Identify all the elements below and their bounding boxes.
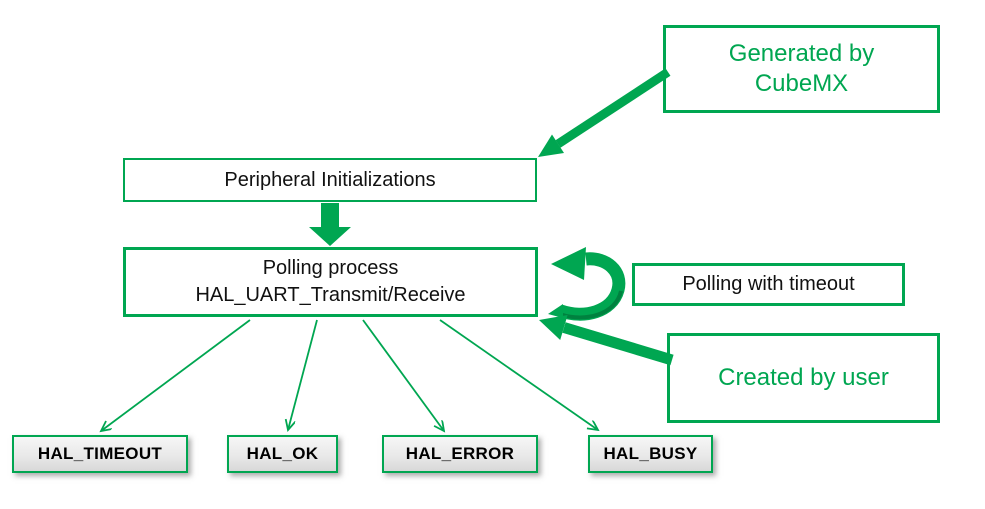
peripheral-initializations-label: Peripheral Initializations xyxy=(224,168,436,191)
arrow-polling-to-hal-error xyxy=(362,319,444,431)
polling-process-line1: Polling process xyxy=(262,257,399,279)
status-box-hal-ok: HAL_OK xyxy=(227,435,338,473)
status-box-hal-error: HAL_ERROR xyxy=(382,435,538,473)
arrow-polling-to-hal-ok xyxy=(288,319,318,430)
status-label-hal-error: HAL_ERROR xyxy=(405,444,515,463)
down-block-arrow-icon xyxy=(309,203,351,246)
callout-created-by-user: Created by user xyxy=(667,333,940,423)
callout-created-label: Created by user xyxy=(718,364,889,391)
loop-arrow-icon xyxy=(548,247,626,321)
arrow-polling-to-hal-busy xyxy=(439,319,598,430)
arrow-polling-to-hal-timeout xyxy=(101,319,251,431)
polling-process-line2: HAL_UART_Transmit/Receive xyxy=(195,284,466,306)
polling-with-timeout-label: Polling with timeout xyxy=(682,273,855,295)
polling-process-box: Polling process HAL_UART_Transmit/Receiv… xyxy=(123,247,538,317)
status-label-hal-busy: HAL_BUSY xyxy=(603,444,698,463)
polling-with-timeout-box: Polling with timeout xyxy=(632,263,905,306)
status-label-hal-timeout: HAL_TIMEOUT xyxy=(37,444,163,463)
peripheral-initializations-box: Peripheral Initializations xyxy=(123,158,537,202)
callout-generated-line2: CubeMX xyxy=(754,70,849,97)
callout-generated-line1: Generated by xyxy=(728,40,875,67)
callout-generated-by-cubemx: Generated by CubeMX xyxy=(663,25,940,113)
status-box-hal-timeout: HAL_TIMEOUT xyxy=(12,435,188,473)
arrow-cubemx-to-init-icon xyxy=(538,68,671,157)
arrow-created-to-polling-icon xyxy=(539,315,674,366)
status-label-hal-ok: HAL_OK xyxy=(246,444,319,463)
status-box-hal-busy: HAL_BUSY xyxy=(588,435,713,473)
